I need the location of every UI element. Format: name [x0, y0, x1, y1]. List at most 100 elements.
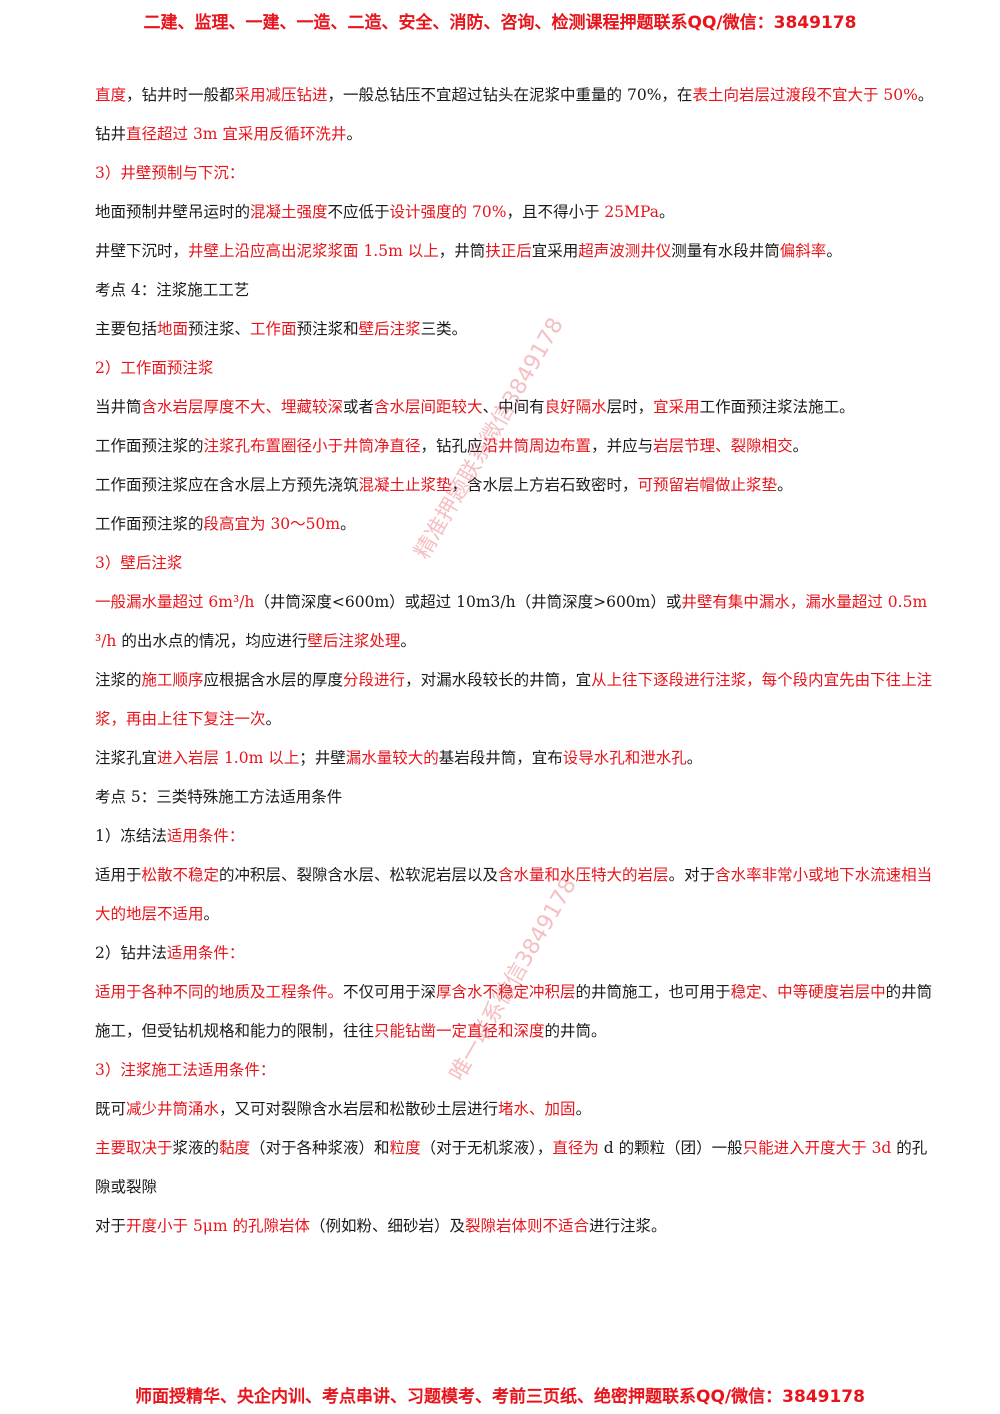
highlight-text: 段高宜为 30～50m	[203, 515, 341, 533]
body-text: 进行注浆。	[589, 1217, 667, 1235]
paragraph: 主要包括地面预注浆、工作面预注浆和壁后注浆三类。	[95, 310, 935, 349]
highlight-text: 稳定、中等硬度岩层中	[730, 983, 886, 1001]
highlight-text: 一般漏水量超过 6m³/h	[95, 593, 255, 611]
paragraph: 注浆孔宜进入岩层 1.0m 以上；井壁漏水量较大的基岩段井筒，宜布设导水孔和泄水…	[95, 739, 935, 778]
body-text: 考点 5：三类特殊施工方法适用条件	[95, 788, 343, 806]
highlight-text: 扶正后	[485, 242, 532, 260]
highlight-text: 井壁有集中漏水，漏水量超过 0.5m³/h	[95, 593, 928, 650]
highlight-text: 沿井筒周边布置	[482, 437, 592, 455]
highlight-text: 厚含水不稳定冲积层	[436, 983, 576, 1001]
highlight-text: 开度小于 5μm 的孔隙岩体	[126, 1217, 311, 1235]
highlight-text: 减少井筒涌水	[126, 1100, 220, 1118]
body-text: 既可	[95, 1100, 127, 1118]
body-text: 。	[826, 242, 842, 260]
body-text: 、中间有	[482, 398, 545, 416]
footer-banner: 师面授精华、央企内训、考点串讲、习题模考、考前三页纸、绝密押题联系QQ/微信：3…	[135, 1387, 865, 1407]
body-text: （例如粉、细砂岩）及	[310, 1217, 466, 1235]
body-text: d 的颗粒（团）一般	[598, 1139, 743, 1157]
highlight-text: 从上往下逐段进行注浆，每个段内宜先由下往上注浆，再由上往下复注一次	[95, 671, 933, 728]
body-text: ，且不得小于	[506, 203, 605, 221]
highlight-text: 岩层节理、裂隙相交	[653, 437, 793, 455]
body-text: 考点 4：注浆施工工艺	[95, 281, 250, 299]
highlight-text: 井壁上沿应高出泥浆浆面 1.5m 以上	[188, 242, 439, 260]
highlight-text: 25MPa	[604, 203, 659, 221]
body-text: ，钻井时一般都	[126, 86, 235, 104]
body-text: （对于各种浆液）和	[250, 1139, 390, 1157]
body-text: ；井壁	[299, 749, 346, 767]
highlight-text: 表土向岩层过渡段不宜大于 50%	[692, 86, 918, 104]
paragraph: 工作面预注浆的注浆孔布置圈径小于井筒净直径，钻孔应沿井筒周边布置，并应与岩层节理…	[95, 427, 935, 466]
highlight-text: 3）壁后注浆	[95, 554, 183, 572]
body-text: 浆液的	[172, 1139, 220, 1157]
highlight-text: 进入岩层 1.0m 以上	[157, 749, 300, 767]
body-text: ，又可对裂隙含水岩层和松散砂土层进行	[219, 1100, 499, 1118]
body-text: 工作面预注浆的	[95, 515, 204, 533]
body-text: 。	[203, 905, 220, 923]
body-text: ，钻孔应	[420, 437, 483, 455]
body-text: 。	[575, 1100, 592, 1118]
highlight-text: 只能进入开度大于 3d	[742, 1139, 892, 1157]
highlight-text: 工作面	[250, 320, 297, 338]
highlight-text: 2）工作面预注浆	[95, 359, 214, 377]
highlight-text: 采用减压钻进	[234, 86, 328, 104]
body-text: 基岩段井筒，宜布	[438, 749, 563, 767]
body-text: 宜采用	[531, 242, 579, 260]
highlight-text: 宜采用	[653, 398, 700, 416]
body-text: 适用于	[95, 866, 142, 884]
paragraph: 井壁下沉时，井壁上沿应高出泥浆浆面 1.5m 以上，井筒扶正后宜采用超声波测井仪…	[95, 232, 935, 271]
highlight-text: 主要取决于	[95, 1139, 173, 1157]
highlight-text: 堵水、加固	[498, 1100, 576, 1118]
highlight-text: 粒度	[389, 1139, 421, 1157]
body-text: 地面预制井壁吊运时的	[95, 203, 251, 221]
body-text: 。	[265, 710, 282, 728]
body-text: 的冲积层、裂隙含水层、松软泥岩层以及	[219, 866, 499, 884]
body-text: 。	[777, 476, 793, 494]
body-text: 注浆孔宜	[95, 749, 158, 767]
highlight-text: 3）注浆施工法适用条件：	[95, 1061, 276, 1079]
paragraph: 3）井壁预制与下沉：	[95, 154, 935, 193]
highlight-text: 只能钻凿一定直径和深度	[374, 1022, 545, 1040]
body-text: （对于无机浆液），	[420, 1139, 553, 1157]
highlight-text: 可预留岩帽做止浆垫	[637, 476, 778, 494]
highlight-text: 设导水孔和泄水孔	[562, 749, 687, 767]
body-text: 预注浆、	[188, 320, 251, 338]
highlight-text: 分段进行	[343, 671, 406, 689]
body-text: 的出水点的情况，均应进行	[116, 632, 308, 650]
body-text: 。	[346, 125, 362, 143]
body-text: 井壁下沉时，	[95, 242, 189, 260]
body-text: ，井筒	[438, 242, 486, 260]
highlight-text: 壁后注浆处理	[307, 632, 401, 650]
highlight-text: 适用条件：	[166, 944, 245, 962]
body-text: 工作面预注浆法施工。	[699, 398, 855, 416]
header-banner: 二建、监理、一建、一造、二造、安全、消防、咨询、检测课程押题联系QQ/微信：38…	[143, 13, 857, 33]
highlight-text: 漏水量较大的	[345, 749, 439, 767]
body-text: 的井筒。	[544, 1022, 607, 1040]
body-text: 应根据含水层的厚度	[203, 671, 344, 689]
paragraph: 2）工作面预注浆	[95, 349, 935, 388]
paragraph: 3）注浆施工法适用条件：	[95, 1051, 935, 1090]
body-text: 三类。	[420, 320, 468, 338]
body-text: 。	[917, 86, 934, 104]
paragraph: 适用于松散不稳定的冲积层、裂隙含水层、松软泥岩层以及含水量和水压特大的岩层。对于…	[95, 856, 935, 934]
body-text: 的孔隙或裂隙	[95, 1139, 928, 1196]
body-text: 测量有水段井筒	[671, 242, 780, 260]
body-text: 1）冻结法	[95, 827, 167, 845]
body-text: 当井筒	[95, 398, 142, 416]
paragraph: 2）钻井法适用条件：	[95, 934, 935, 973]
document-body: 直度，钻井时一般都采用减压钻进，一般总钻压不宜超过钻头在泥浆中重量的 70%，在…	[95, 76, 935, 1246]
body-text: 。	[792, 437, 809, 455]
highlight-text: 壁后注浆	[358, 320, 421, 338]
highlight-text: 裂隙岩体则不适合	[465, 1217, 590, 1235]
highlight-text: 含水量和水压特大的岩层	[498, 866, 669, 884]
highlight-text: 适用于各种不同的地质及工程条件。	[95, 983, 344, 1001]
body-text: 不应低于	[327, 203, 390, 221]
highlight-text: 松散不稳定	[141, 866, 220, 884]
highlight-text: 偏斜率	[779, 242, 827, 260]
body-text: 。	[400, 632, 416, 650]
paragraph: 钻井直径超过 3m 宜采用反循环洗井。	[95, 115, 935, 154]
body-text: 工作面预注浆的	[95, 437, 204, 455]
highlight-text: 超声波测井仪	[578, 242, 672, 260]
body-text: 预注浆和	[296, 320, 359, 338]
body-text: 。	[658, 203, 675, 221]
highlight-text: 适用条件：	[166, 827, 245, 845]
